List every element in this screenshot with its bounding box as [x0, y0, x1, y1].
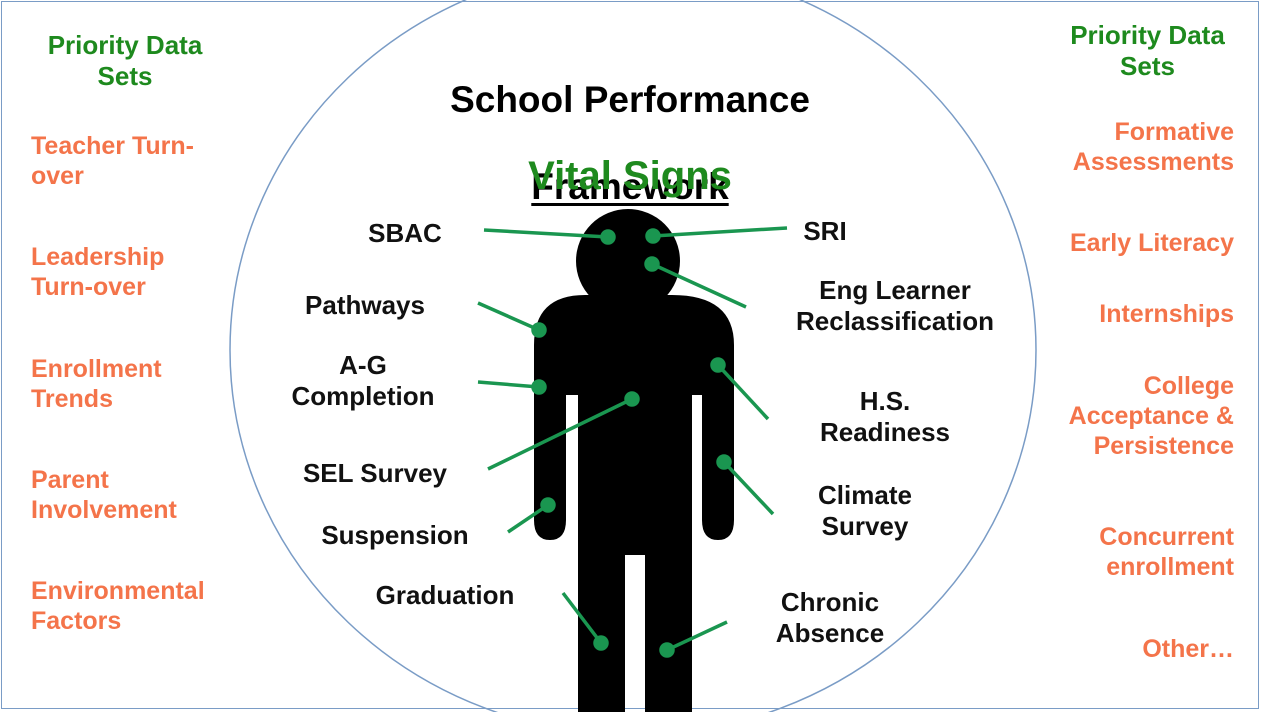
connectors — [477, 226, 788, 658]
right-item-early-literacy: Early Literacy — [1070, 229, 1234, 257]
diagram-subtitle: Vital Signs — [528, 154, 732, 198]
left-item-environmental-factors: Environmental Factors — [31, 577, 205, 635]
connector-chronic — [666, 620, 728, 652]
label-eng-learner: Eng Learner Reclassification — [796, 275, 994, 337]
human-figure — [534, 209, 734, 712]
connector-dot-ag — [531, 379, 547, 395]
connector-dot-hs-readiness — [710, 357, 726, 373]
figure-left-arm-gap — [566, 395, 578, 545]
label-sri: SRI — [803, 216, 847, 246]
connector-dot-chronic — [659, 642, 675, 658]
connector-hs-readiness — [716, 363, 770, 421]
connector-dot-eng-learner — [644, 256, 660, 272]
figure-right-arm-gap — [692, 395, 702, 545]
connector-climate — [722, 460, 775, 516]
connector-dot-sri — [645, 228, 661, 244]
right-item-formative-assessments: Formative Assessments — [1072, 118, 1234, 176]
label-suspension: Suspension — [321, 520, 469, 550]
left-panel-heading: Priority Data Sets — [47, 30, 203, 92]
left-item-leadership-turnover: Leadership Turn-over — [31, 243, 165, 301]
connector-sbac — [483, 228, 609, 239]
title-line1: School Performance — [450, 78, 810, 120]
label-pathways: Pathways — [305, 290, 425, 320]
connector-eng-learner — [651, 262, 747, 309]
connector-dot-pathways — [531, 322, 547, 338]
right-item-concurrent-enrollment: Concurrent enrollment — [1099, 523, 1234, 581]
connector-dot-sel — [624, 391, 640, 407]
connector-ag — [477, 380, 540, 389]
left-item-teacher-turnover: Teacher Turn- over — [31, 132, 194, 190]
left-item-parent-involvement: Parent Involvement — [31, 466, 177, 524]
right-item-college-acceptance: College Acceptance & Persistence — [1068, 372, 1234, 460]
connector-dot-graduation — [593, 635, 609, 651]
connector-dot-climate — [716, 454, 732, 470]
figure-body — [534, 295, 734, 712]
left-item-enrollment-trends: Enrollment Trends — [31, 355, 162, 413]
right-item-internships: Internships — [1099, 300, 1234, 328]
connector-sri — [652, 226, 788, 238]
right-item-other: Other… — [1142, 635, 1234, 663]
label-graduation: Graduation — [375, 580, 515, 610]
title-line2: Framework — [531, 165, 729, 207]
diagram-title: School Performance Framework — [400, 34, 860, 209]
label-ag-completion: A-G Completion — [291, 350, 435, 412]
label-chronic-absence: Chronic Absence — [775, 587, 885, 649]
label-climate-survey: Climate Survey — [818, 480, 912, 542]
connector-suspension — [507, 503, 549, 534]
framework-circle — [229, 0, 1037, 712]
connector-dot-sbac — [600, 229, 616, 245]
connector-pathways — [477, 301, 540, 332]
label-sbac: SBAC — [368, 218, 442, 248]
right-panel-heading: Priority Data Sets — [1070, 20, 1225, 82]
connector-sel — [487, 397, 633, 471]
connector-graduation — [561, 591, 603, 645]
connector-dot-suspension — [540, 497, 556, 513]
label-hs-readiness: H.S. Readiness — [819, 386, 951, 448]
label-sel-survey: SEL Survey — [302, 458, 448, 488]
